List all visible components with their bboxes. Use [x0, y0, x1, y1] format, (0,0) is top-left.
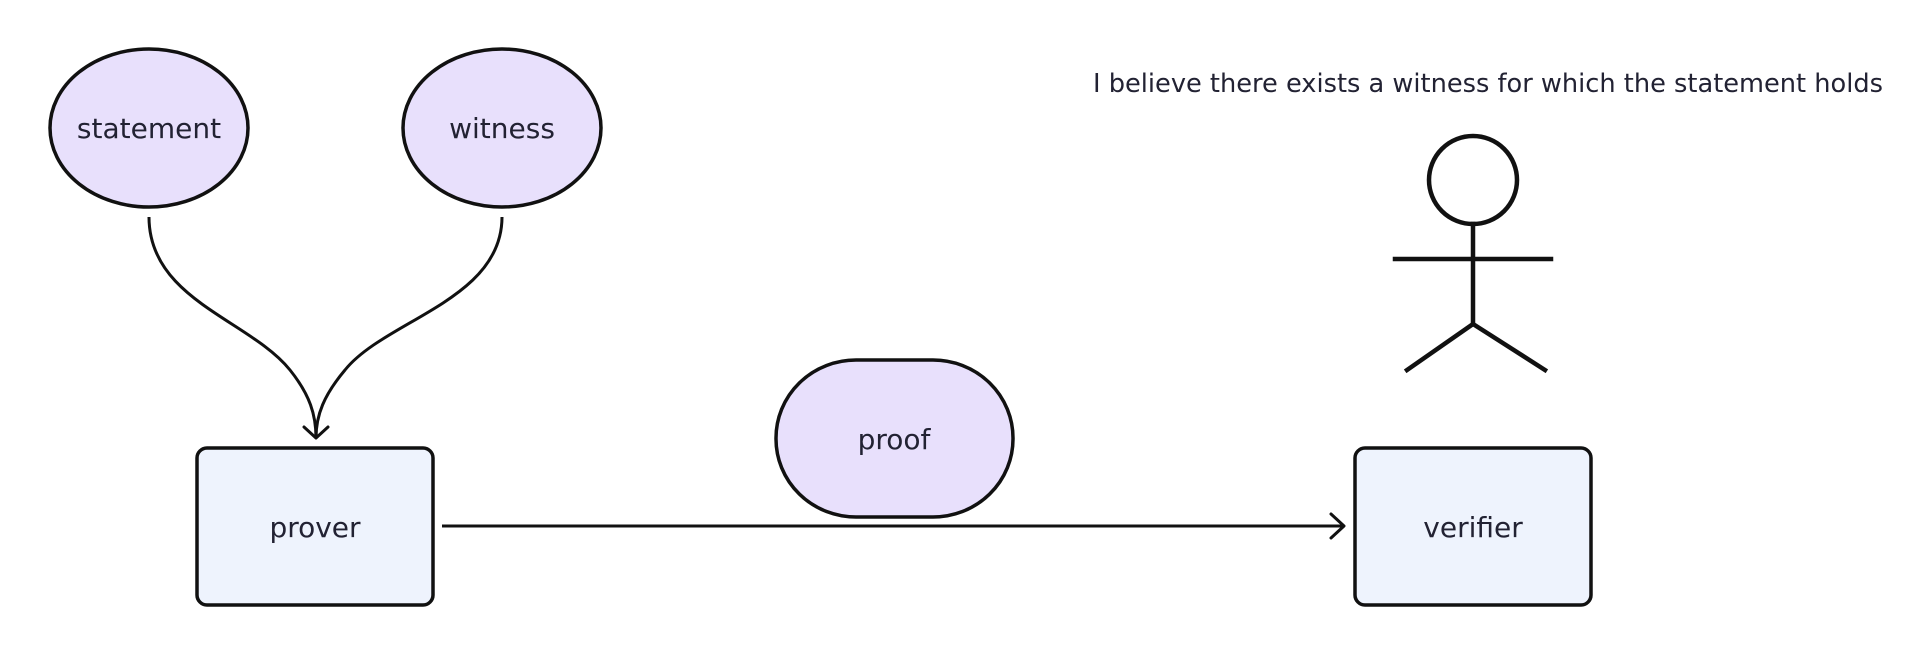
witness-to-prover-edge	[314, 216, 504, 439]
actor-right-leg	[1469, 320, 1549, 374]
proof-node[interactable]: proof	[774, 358, 1015, 519]
prover-box	[195, 446, 435, 607]
verifier-node[interactable]: verifier	[1353, 446, 1593, 607]
statement-label: statement	[77, 112, 221, 145]
prover-input-arrowhead	[302, 425, 330, 440]
actor-left-leg	[1403, 320, 1477, 374]
witness-ellipse	[401, 47, 603, 209]
prover-node[interactable]: prover	[195, 446, 435, 607]
statement-to-prover-edge	[147, 216, 318, 439]
proof-label: proof	[858, 423, 932, 456]
witness-label: witness	[449, 112, 555, 145]
witness-node[interactable]: witness	[401, 47, 603, 209]
verifier-arrowhead	[1329, 512, 1346, 540]
proof-stadium	[774, 358, 1015, 519]
verifier-label: verifier	[1423, 511, 1523, 544]
verifier-belief-note: I believe there exists a witness for whi…	[1093, 69, 1883, 99]
verifier-actor-icon	[1392, 133, 1554, 374]
prover-label: prover	[269, 511, 361, 544]
verifier-box	[1353, 446, 1593, 607]
statement-node[interactable]: statement	[48, 47, 250, 209]
actor-head	[1426, 133, 1520, 227]
statement-ellipse	[48, 47, 250, 209]
